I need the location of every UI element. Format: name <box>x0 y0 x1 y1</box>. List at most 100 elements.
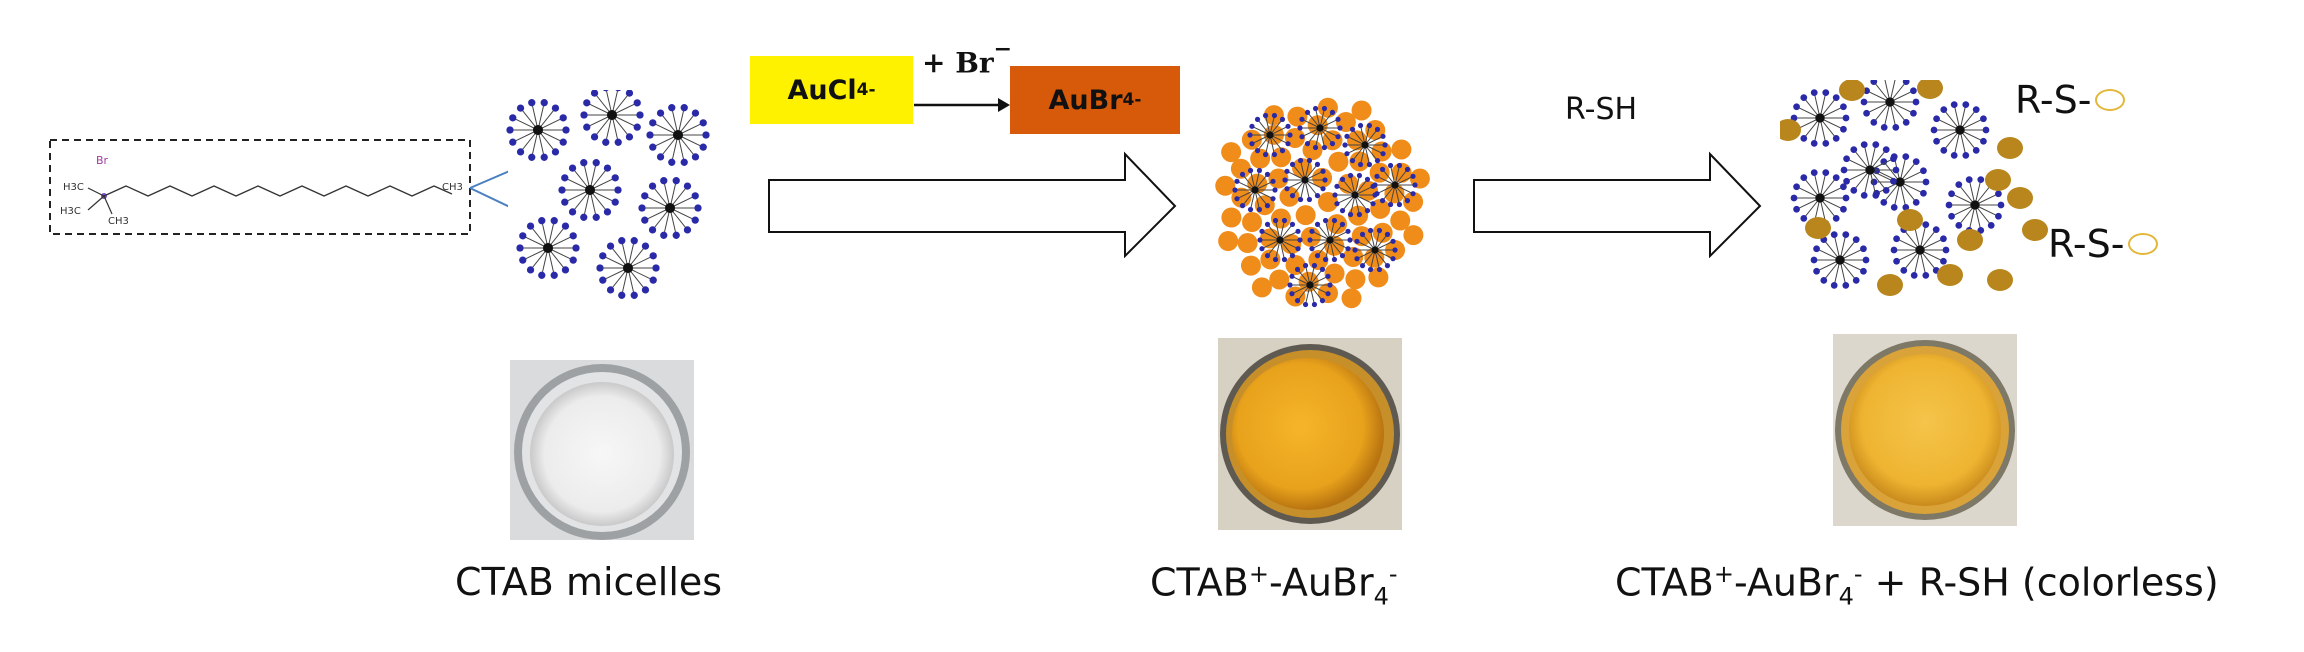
micelle <box>596 237 660 299</box>
aubr4-ion <box>1300 226 1321 247</box>
micelle-core <box>622 262 634 274</box>
aubr4-label: AuBr <box>1048 84 1123 116</box>
rs-label-bottom: R-S- <box>2048 222 2159 266</box>
micelle-core <box>1306 281 1314 289</box>
br-reagent-label: + Br <box>922 46 994 80</box>
vial-ctab-aubr4-orange <box>1218 338 1402 530</box>
h3c-top-label: H3C <box>63 182 84 193</box>
micelle-core <box>1301 176 1309 184</box>
micelle-core <box>1970 200 1980 210</box>
micelle <box>1232 167 1278 213</box>
micelle-core <box>672 129 684 141</box>
aubr4-sup: - <box>1134 90 1142 110</box>
aubr4-ion <box>1318 192 1338 212</box>
aubr4-ion <box>1328 151 1349 172</box>
ch3-tail-label: CH3 <box>442 182 463 193</box>
micelle-core <box>1815 193 1825 203</box>
vial-rsh-yellow <box>1833 334 2017 526</box>
micelle-core <box>1815 113 1825 123</box>
caption-rsh-colorless: CTAB+-AuBr4- + R-SH (colorless) <box>1615 560 2219 610</box>
aubr4-ion <box>1343 246 1364 267</box>
aubr4-ion <box>1403 191 1424 212</box>
aubr4-ion <box>1403 225 1424 246</box>
caption-right-sup2: - <box>1853 560 1863 588</box>
micelle-core <box>1885 97 1895 107</box>
micelle <box>1890 221 1950 279</box>
micelle-core <box>1915 245 1925 255</box>
micelle <box>558 159 622 221</box>
aubr4-ion <box>1230 158 1251 179</box>
br-label: Br <box>96 154 109 167</box>
caption-mid-part-a: CTAB <box>1150 560 1249 605</box>
micelle <box>1352 227 1398 273</box>
micelle <box>1257 217 1303 263</box>
micelle-core <box>1251 186 1259 194</box>
rs-gold-particle <box>1877 274 1903 296</box>
aubr4-ion <box>1215 175 1236 196</box>
rs-micelle-cluster <box>1780 80 2048 296</box>
aubr4-ion <box>1242 212 1263 233</box>
micelle <box>1307 217 1353 263</box>
aucl4-sub: 4 <box>856 80 869 100</box>
aubr4-ion <box>1295 205 1316 226</box>
rs-gold-particle <box>1839 80 1865 101</box>
ctab-structure-svg: Br H3C H3C CH3 CH3 <box>49 139 555 235</box>
rs-gold-particle <box>1997 137 2023 159</box>
caption-ctab-micelles: CTAB micelles <box>455 560 723 604</box>
aucl4-label: AuCl <box>787 74 857 106</box>
micelle <box>1810 231 1870 289</box>
aubr4-ion <box>1240 255 1261 276</box>
ctab-aubr4-micelle-cluster <box>1215 97 1430 309</box>
aubr4-ion <box>1241 129 1262 150</box>
caption-mid-sub: 4 <box>1373 582 1389 611</box>
aubr4-ion <box>1271 147 1292 168</box>
small-reaction-arrow <box>914 98 1010 112</box>
aubr4-ion <box>1251 277 1272 298</box>
aubr4-ion <box>1279 186 1300 207</box>
aubr4-ion <box>1312 167 1333 188</box>
rs-gold-particle <box>2022 219 2048 241</box>
aubr4-ion <box>1349 151 1370 172</box>
micelle-core <box>584 184 596 196</box>
rs-gold-particle <box>1985 169 2011 191</box>
rs-gold-particle <box>1780 119 1801 141</box>
caption-mid-sup2: - <box>1388 560 1398 588</box>
caption-mid-part-b: -AuBr <box>1268 560 1374 605</box>
micelle <box>516 217 580 279</box>
micelle-core <box>1865 165 1875 175</box>
rs-gold-particle <box>1805 217 1831 239</box>
aubr4-ion <box>1368 267 1389 288</box>
big-arrow-step1 <box>768 151 1177 258</box>
micelle <box>1790 89 1850 147</box>
micelle-core <box>1371 246 1379 254</box>
rs-label-bottom-text: R-S- <box>2048 222 2125 266</box>
micelle <box>1287 262 1333 308</box>
rs-gold-particle <box>2007 187 2033 209</box>
rs-gold-particle <box>1897 209 1923 231</box>
micelle-core <box>1835 255 1845 265</box>
aubr4-ion <box>1250 148 1271 169</box>
micelle <box>1372 162 1418 208</box>
br-reagent-sup: − <box>993 36 1013 62</box>
caption-ctab-aubr4: CTAB+-AuBr4- <box>1150 560 1398 610</box>
caption-right-sub: 4 <box>1838 582 1854 611</box>
micelle <box>580 90 644 146</box>
aubr4-ion <box>1221 207 1242 228</box>
aubr4-ion <box>1269 269 1290 290</box>
aubr4-ion <box>1324 263 1345 284</box>
micelle-core <box>1895 177 1905 187</box>
micelle-core <box>1391 181 1399 189</box>
aubr4-sub: 4 <box>1122 90 1135 110</box>
micelle <box>506 99 570 161</box>
aubr4-ion <box>1351 100 1372 121</box>
caption-mid-sup1: + <box>1248 560 1269 588</box>
aubr4-ion <box>1221 142 1242 163</box>
aubr4-ion <box>1285 255 1306 276</box>
aubr4-ion <box>1285 286 1306 307</box>
aubr4-ion <box>1391 139 1412 160</box>
aubr4-ion <box>1287 106 1308 127</box>
micelle <box>1297 105 1343 151</box>
micelle <box>1332 172 1378 218</box>
